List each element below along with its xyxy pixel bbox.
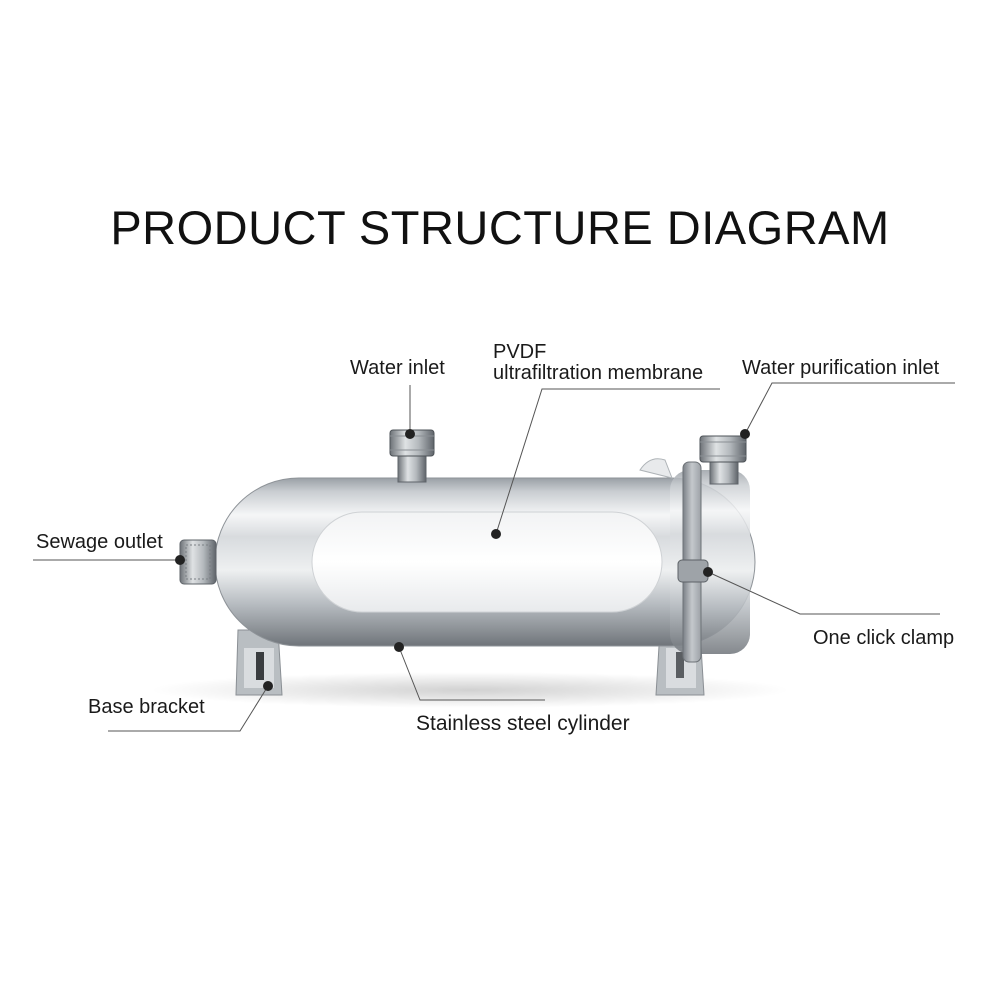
label-base-bracket: Base bracket	[88, 696, 205, 718]
leader-purification	[744, 382, 955, 435]
dot-sewage	[175, 555, 185, 565]
dot-clamp	[703, 567, 713, 577]
label-water-purification-inlet: Water purification inlet	[742, 357, 940, 379]
leader-clamp	[707, 571, 940, 615]
label-one-click-clamp: One click clamp	[813, 627, 955, 649]
label-pvdf-line1: PVDF	[493, 341, 547, 363]
dot-cylinder	[394, 642, 404, 652]
floor-shadow	[150, 672, 790, 708]
dot-water-inlet	[405, 429, 415, 439]
dot-base	[263, 681, 273, 691]
callout-dots	[175, 429, 750, 691]
clamp-end-cap	[639, 458, 750, 663]
label-pvdf-line2: ultrafiltration membrane	[493, 362, 704, 384]
label-sewage-outlet: Sewage outlet	[36, 531, 163, 553]
dot-pvdf	[491, 529, 501, 539]
leader-base	[108, 685, 269, 732]
membrane-window	[311, 511, 663, 613]
leader-pvdf	[495, 388, 720, 535]
label-pvdf-membrane: PVDF ultrafiltration membrane	[493, 342, 703, 384]
sewage-outlet-fitting	[179, 539, 217, 585]
leader-cylinder	[398, 646, 545, 701]
page-title: PRODUCT STRUCTURE DIAGRAM	[110, 201, 890, 254]
leader-lines	[33, 382, 955, 732]
dot-purification	[740, 429, 750, 439]
water-inlet-fitting	[389, 429, 435, 483]
purification-inlet-fitting	[699, 435, 747, 485]
label-water-inlet: Water inlet	[350, 357, 445, 379]
label-stainless-steel-cylinder: Stainless steel cylinder	[416, 712, 630, 735]
